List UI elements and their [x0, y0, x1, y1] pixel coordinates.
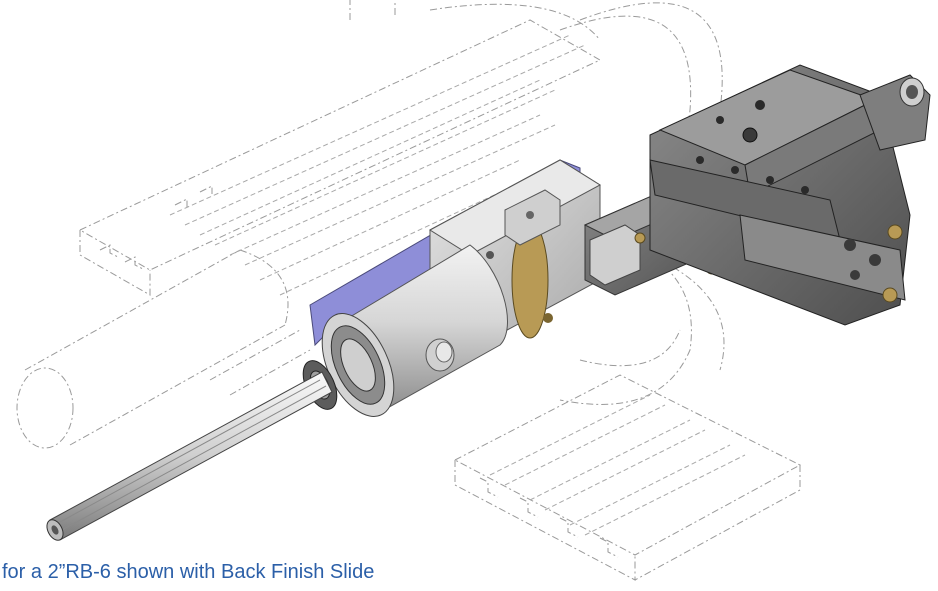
phantom-machine-outline	[16, 0, 802, 581]
tool-shaft	[49, 371, 333, 541]
figure-caption: for a 2”RB-6 shown with Back Finish Slid…	[2, 561, 375, 583]
tool-assembly	[46, 64, 931, 541]
